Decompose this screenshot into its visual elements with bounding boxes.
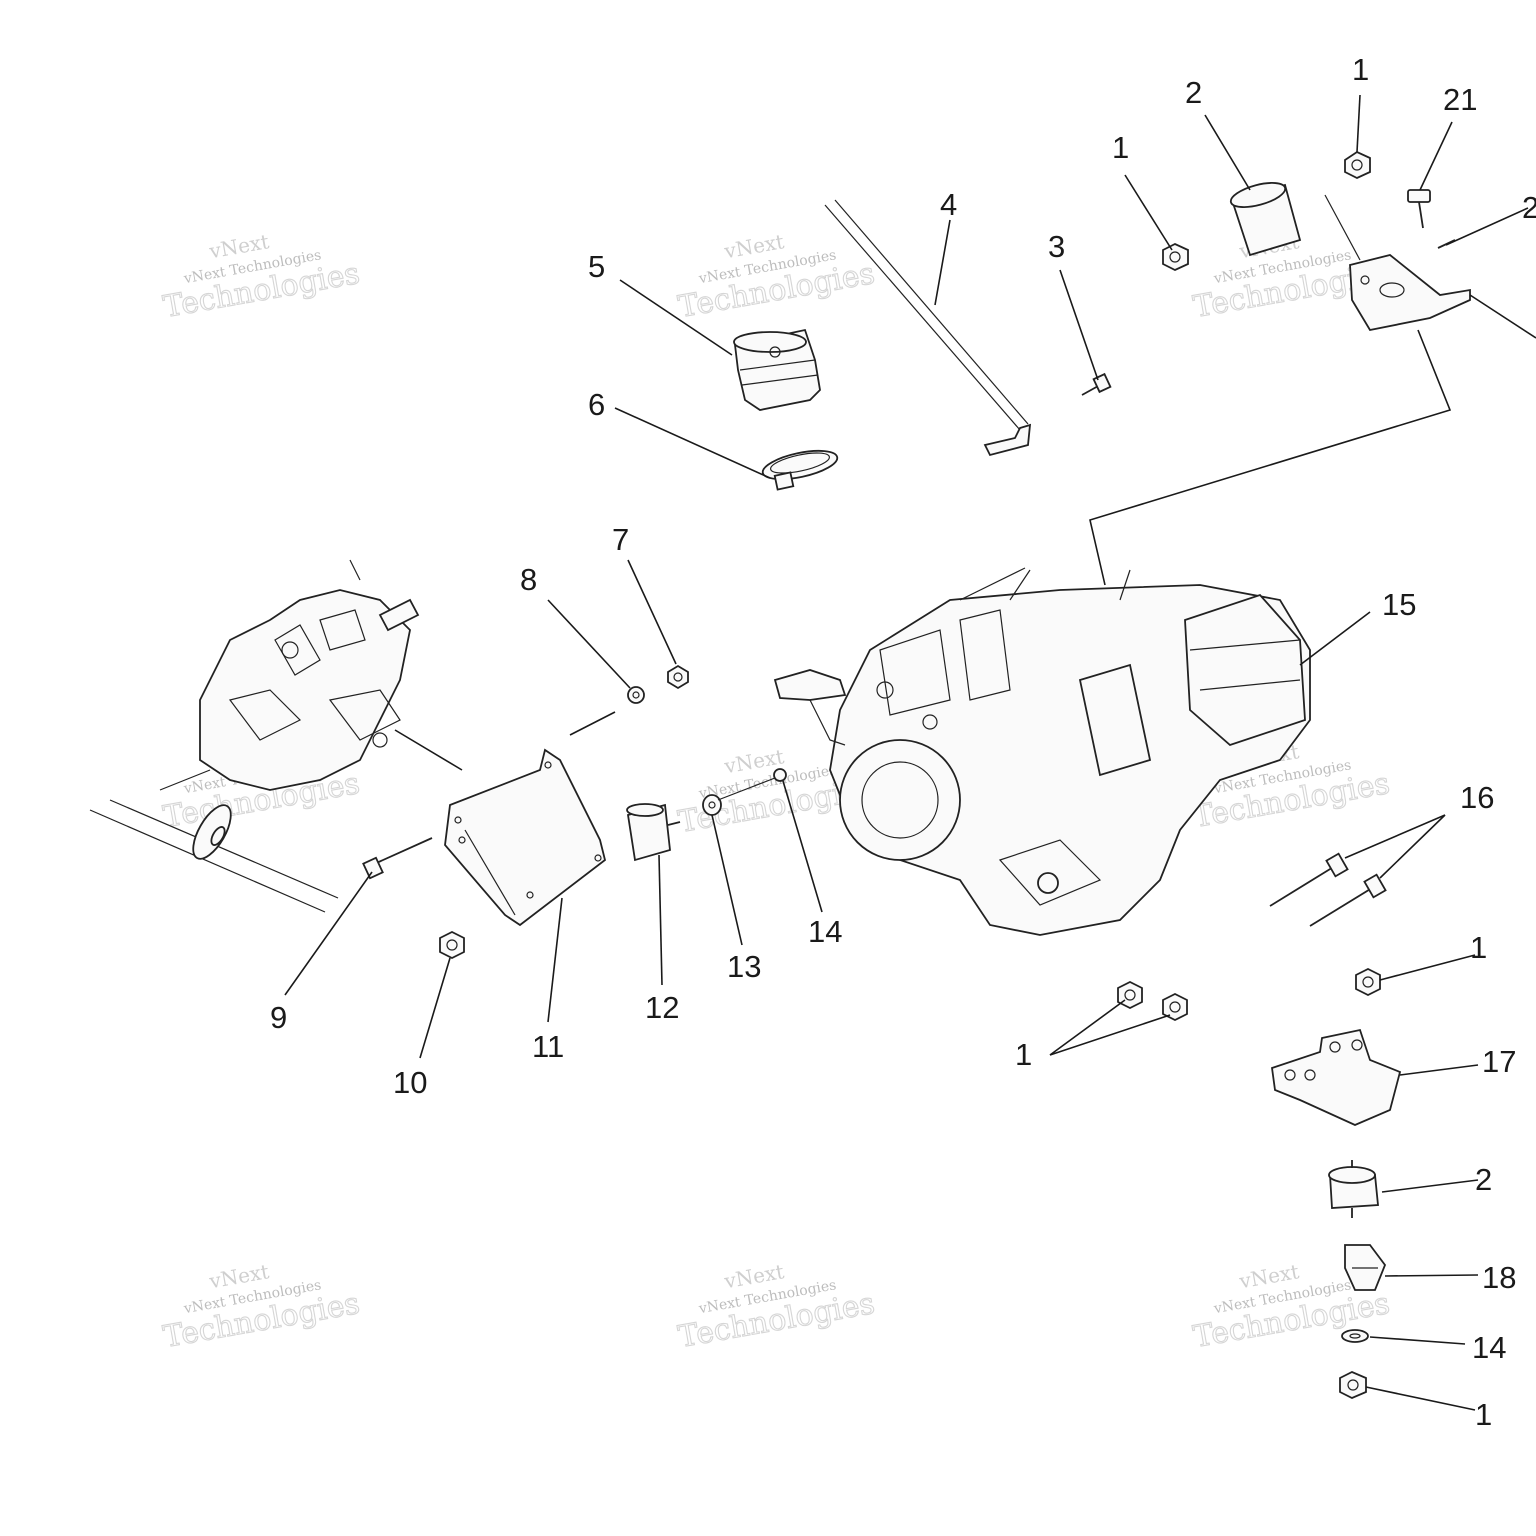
transmission-housing (159, 559, 420, 791)
bolt-21 (1407, 189, 1431, 229)
washer-14-lower (1341, 1329, 1369, 1343)
intake-boot (733, 328, 821, 411)
callout-2-top-edge: 2 (1522, 190, 1536, 225)
callout-17: 17 (1482, 1044, 1516, 1079)
washer-14-upper (773, 768, 787, 782)
watermark: vNext vNext Technologies Technologies (675, 229, 878, 325)
washer-8 (627, 686, 645, 704)
rubber-mount-12 (626, 803, 681, 862)
nut-bottom-left-b (1162, 992, 1188, 1022)
breather-rod (824, 199, 1032, 457)
callout-14-upper: 14 (808, 914, 842, 949)
watermark: vNext vNext Technologies Technologies (675, 1259, 878, 1355)
callout-2-top: 2 (1185, 75, 1202, 110)
long-bolts-16 (1269, 852, 1387, 927)
callout-7: 7 (612, 522, 629, 557)
callout-18: 18 (1482, 1260, 1516, 1295)
callout-4: 4 (940, 187, 957, 222)
lower-bracket-17 (1271, 1028, 1402, 1126)
callout-16: 16 (1460, 780, 1494, 815)
rubber-mount-lower (1328, 1160, 1379, 1218)
nut-10 (439, 930, 465, 960)
bolt-9 (362, 837, 433, 880)
callout-15: 15 (1382, 587, 1416, 622)
callout-13: 13 (727, 949, 761, 984)
callout-8: 8 (520, 562, 537, 597)
rubber-mount-top (1229, 182, 1302, 257)
nut-top-left (1162, 243, 1189, 271)
retainer-18 (1344, 1244, 1387, 1291)
hose-clamp (761, 449, 839, 491)
prop-shaft (89, 799, 339, 913)
callout-5: 5 (588, 249, 605, 284)
callout-6: 6 (588, 387, 605, 422)
callout-1-top-left: 1 (1112, 130, 1129, 165)
callout-9: 9 (270, 1000, 287, 1035)
watermark: vNext vNext Technologies Technologies (160, 229, 363, 325)
callout-11: 11 (532, 1029, 564, 1064)
callout-12: 12 (645, 990, 679, 1025)
leader-lines (284, 94, 1536, 1411)
watermark: vNext vNext Technologies Technologies (160, 1259, 363, 1355)
callout-14-lower: 14 (1472, 1330, 1506, 1365)
callout-1-bottom-center: 1 (1015, 1037, 1032, 1072)
small-bolt (1081, 372, 1112, 396)
callout-1-top-right: 1 (1352, 52, 1369, 87)
nut-7 (667, 664, 689, 690)
callout-2-lower: 2 (1475, 1162, 1492, 1197)
nut-lowest (1339, 1371, 1367, 1399)
recoil-starter-handle (773, 669, 847, 746)
callout-10: 10 (393, 1065, 427, 1100)
callout-1-bottom-right: 1 (1475, 1397, 1492, 1432)
upper-bracket (1324, 194, 1471, 332)
engine-mount-bracket-left (444, 748, 607, 927)
callout-21: 21 (1443, 82, 1477, 117)
nut-mid-right (1355, 967, 1381, 997)
engine-block (829, 567, 1311, 936)
nut-top-right (1344, 150, 1371, 179)
nut-bottom-left-a (1117, 980, 1143, 1010)
callout-3: 3 (1048, 229, 1065, 264)
callout-1-mid-right: 1 (1470, 930, 1487, 965)
